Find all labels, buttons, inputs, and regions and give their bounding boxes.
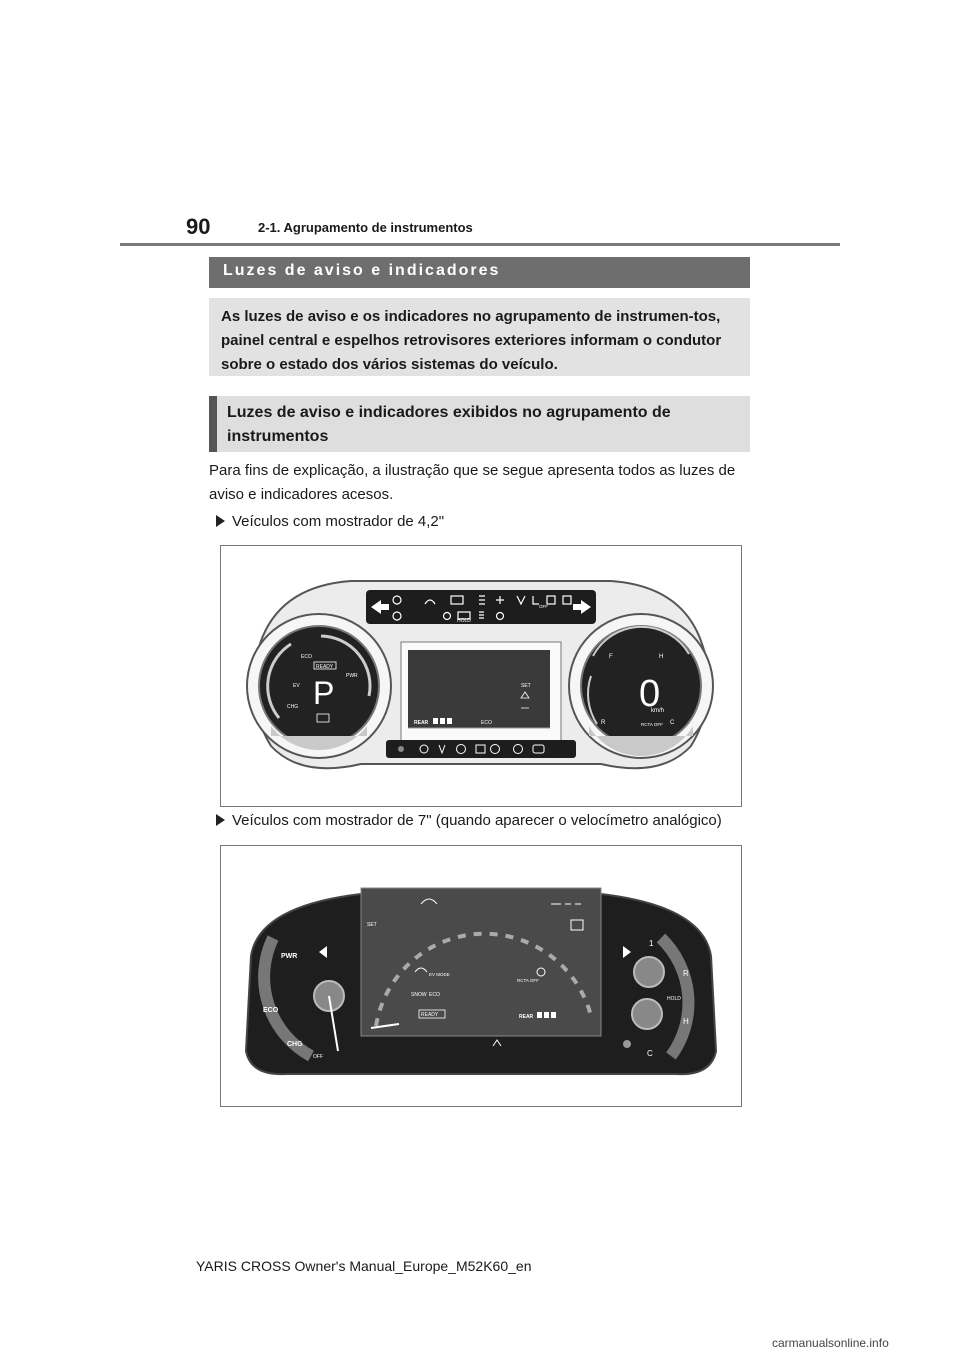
triangle-bullet-icon [216,814,225,826]
seat-icon [475,744,486,754]
steering-icon [536,967,546,977]
right-upper-knob [633,956,665,988]
fuel-one-label: 1 [649,939,654,948]
bullet-text: Veículos com mostrador de 7" (quando apa… [232,812,722,829]
speed-unit: km/h [651,708,664,714]
rear-label: REAR [414,720,429,726]
eco-gauge-label: ECO [263,1007,279,1014]
parking-brake-icon [442,611,452,621]
left-turn-icon [371,600,389,614]
brake-system-icon [513,744,523,754]
intro-box: As luzes de aviso e os indicadores no ag… [209,298,750,376]
hold-label: HOLD [667,996,681,1002]
vsc-off-icon [516,595,526,606]
headlight-icon [479,595,485,605]
hold-label: HOLD [457,618,471,624]
bullet-display-7: Veículos com mostrador de 7" (quando apa… [216,811,722,831]
center-display [360,887,602,1037]
footer-manual-id: YARIS CROSS Owner's Manual_Europe_M52K60… [196,1258,532,1274]
security-light-icon [398,746,404,752]
gear-indicator: P [313,675,334,711]
snow-label: SNOW [411,992,427,998]
steering-icon [456,744,466,754]
fuel-f-label: F [609,654,613,660]
rcta-off-label: RCTA OFF [517,978,539,983]
eco-label: ECO [301,654,312,660]
triangle-bullet-icon [216,515,225,527]
temp-h-label: H [659,654,663,660]
watermark: carmanualsonline.info [772,1336,889,1350]
pwr-label: PWR [281,953,297,960]
set-label: SET [521,683,531,689]
speed-value: 0 [639,673,660,715]
temp-fuel-gauge-arc [656,933,695,1060]
ready-label: READY [316,664,334,670]
right-turn-icon [573,600,591,614]
ready-label: READY [421,1012,439,1018]
multi-info-display [408,650,550,728]
r-label: R [683,969,689,978]
ev-mode-label: EV MODE [429,972,450,977]
eco-label: ECO [429,992,440,998]
off-label: OFF [539,604,548,609]
abs-icon [490,744,500,754]
rear-label: REAR [519,1014,534,1020]
h-label: H [683,1017,689,1026]
top-indicator-strip [366,590,596,624]
header-rule [120,243,840,246]
wiper-icon [414,967,428,973]
wiper-icon [424,599,436,605]
ev-label: EV [293,683,300,689]
set-label: SET [367,922,377,928]
chapter-title: 2-1. Agrupamento de instrumentos [258,220,473,235]
off-label: OFF [313,1054,323,1060]
eco2-label: ECO [481,720,492,726]
right-turn-icon [623,946,631,958]
ev-mode-icon [316,713,330,723]
seatbelt-icon [438,744,446,755]
hold-icon [450,595,464,605]
cluster-7-illustration: SET SNOW ECO EV MODE READY RCTA OFF REAR… [244,887,718,1076]
temp-c-label: C [670,720,675,726]
ev-icon [420,898,438,905]
power-gauge-arc [258,935,314,1062]
chg-label: CHG [287,1041,303,1048]
engine-check-icon [532,744,545,754]
chg-label: CHG [287,704,298,710]
page-number: 90 [186,214,211,239]
brake-warning-icon [392,595,402,605]
subsection-title: Luzes de aviso e indicadores exibidos no… [209,396,750,452]
left-turn-icon [319,946,327,958]
bottom-indicator-strip [386,740,576,758]
figure-cluster-7: SET SNOW ECO EV MODE READY RCTA OFF REAR… [220,845,742,1107]
bullet-display-4-2: Veículos com mostrador de 4,2" [216,512,444,532]
hold-icon [570,919,584,931]
figure-cluster-4-2: HOLD OFF ECO READY PWR CHG P EV SET REAR… [220,545,742,807]
section-title: Luzes de aviso e indicadores [209,257,750,288]
seatbelt-icon [492,1039,502,1047]
c-label: C [647,1049,653,1058]
fog-icon [496,596,504,604]
airbag-icon [419,744,429,754]
right-lower-knob [631,998,663,1030]
pwr-label: PWR [346,673,358,679]
bullet-text: Veículos com mostrador de 4,2" [232,513,445,530]
body-paragraph: Para fins de explicação, a ilustração qu… [209,462,736,503]
security-light-icon [623,1040,631,1048]
r-label: R [601,720,606,726]
rcta-off-label: RCTA OFF [641,722,663,727]
cluster-4-2-illustration: HOLD OFF ECO READY PWR CHG P EV SET REAR… [246,580,714,770]
